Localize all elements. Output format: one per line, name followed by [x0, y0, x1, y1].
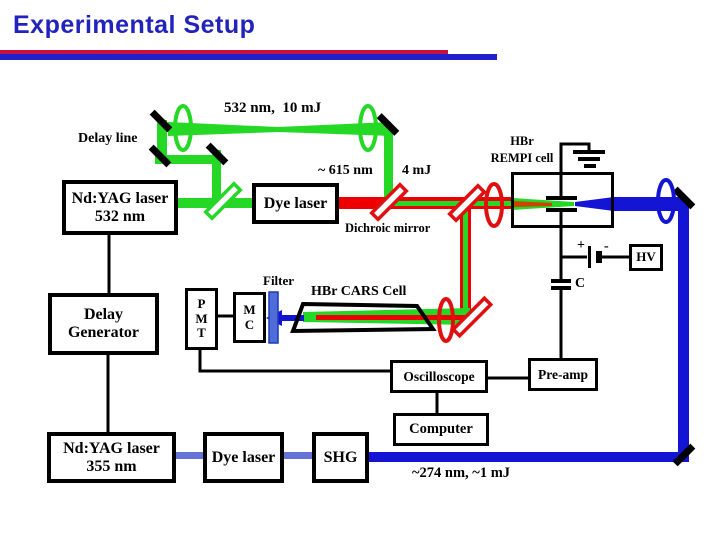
computer-label: Computer — [409, 421, 473, 438]
beam-dye-to-shg — [284, 452, 312, 459]
box-ndyag-355-laser: Nd:YAG laser 355 nm — [47, 432, 176, 483]
combined-green-core-vertical — [463, 204, 468, 316]
box-dye-laser-top: Dye laser — [252, 183, 339, 224]
cars-signal-beam — [280, 315, 304, 321]
label-615nm: ~ 615 nm — [318, 163, 373, 178]
shg-label: SHG — [323, 448, 358, 466]
ndyag532-label-1: Nd:YAG laser — [71, 189, 169, 207]
title-underline-red — [0, 50, 448, 54]
cars-turning-mirror — [450, 295, 494, 339]
oscilloscope-label: Oscilloscope — [403, 368, 475, 384]
delay-mirror-top-left — [149, 109, 173, 133]
lens-delay-right — [358, 104, 378, 152]
capacitor-symbol — [551, 279, 571, 290]
ground-symbol — [573, 150, 605, 168]
box-delay-generator: Delay Generator — [48, 293, 159, 355]
delay-left-vertical-beam — [157, 120, 167, 160]
label-4mj: 4 mJ — [402, 163, 432, 178]
battery-minus-plate — [596, 251, 602, 263]
beam-355-to-dye — [176, 452, 203, 459]
label-cars-cell: HBr CARS Cell — [311, 284, 407, 299]
cars-red-core — [316, 315, 470, 320]
lens-uv-entrance — [656, 178, 676, 224]
box-computer: Computer — [393, 413, 489, 446]
mc-label-c: C — [244, 316, 255, 332]
uv-steering-mirror-top — [672, 186, 696, 210]
cars-cell-outline — [290, 301, 437, 334]
blue-beam-bottom-horizontal — [368, 452, 689, 462]
delaygen-label-2: Generator — [67, 324, 140, 341]
rempi-blue-focus-beam — [575, 197, 614, 211]
box-preamp: Pre-amp — [528, 358, 598, 391]
page-title: Experimental Setup — [13, 11, 256, 39]
pmt-label-m: M — [195, 310, 208, 326]
dye-laser-top-label: Dye laser — [263, 194, 328, 212]
ndyag532-label-2: 532 nm — [94, 207, 146, 225]
delaygen-label-1: Delay — [83, 306, 124, 324]
label-hbr: HBr — [510, 134, 534, 148]
box-dye-laser-bottom: Dye laser — [203, 432, 284, 483]
mc-label-m: M — [243, 301, 256, 317]
lens-delay-left — [173, 104, 193, 152]
dichroic-mirror-shape — [369, 182, 409, 222]
green-beamsplitter — [203, 181, 243, 221]
signal-wires — [106, 142, 629, 432]
label-battery-minus: - — [604, 239, 609, 254]
label-delay-line: Delay line — [78, 131, 138, 146]
filter-shape — [268, 291, 279, 344]
ndyag355-label-1: Nd:YAG laser — [63, 439, 160, 457]
ndyag355-label-2: 355 nm — [86, 457, 137, 475]
delay-mid-horizontal-beam — [155, 155, 221, 164]
delay-right-vertical-beam — [212, 150, 221, 203]
uv-steering-mirror-bottom — [672, 443, 696, 467]
label-filter: Filter — [263, 273, 295, 288]
pmt-label-p: P — [197, 296, 206, 312]
rempi-red-core — [512, 201, 552, 207]
delay-mirror-bottom-right — [205, 142, 229, 166]
combined-green-core-horizontal — [394, 201, 512, 206]
wire-pmt-oscilloscope — [198, 350, 390, 373]
lens-rempi-entrance — [484, 182, 504, 228]
battery-symbol — [588, 246, 602, 268]
label-battery-plus: + — [577, 238, 585, 253]
rempi-electrode-plates — [546, 196, 577, 212]
wire-cell-ground — [559, 142, 591, 196]
red-beamsplitter — [447, 183, 487, 223]
delay-mirror-bottom-left — [148, 144, 172, 168]
box-hv-supply: HV — [629, 244, 663, 271]
hv-label: HV — [636, 249, 656, 265]
battery-plus-plate — [588, 246, 591, 268]
lens-cars-entrance — [437, 297, 455, 343]
label-532nm-10mj: 532 nm, 10 mJ — [224, 100, 322, 116]
box-ndyag-532-laser: Nd:YAG laser 532 nm — [62, 180, 178, 235]
label-dichroic-mirror: Dichroic mirror — [345, 221, 431, 235]
dye-laser-bottom-label: Dye laser — [211, 448, 276, 466]
preamp-label: Pre-amp — [538, 366, 588, 382]
blue-beam-right-vertical — [678, 203, 689, 457]
blue-beam-horizontal — [614, 197, 686, 211]
label-274nm-1mj: ~274 nm, ~1 mJ — [412, 465, 511, 481]
title-underline-blue — [0, 54, 497, 60]
box-rempi-cell — [511, 172, 614, 228]
delay-down-beam-to-dichroic — [384, 128, 393, 205]
pmt-label-t: T — [197, 325, 206, 341]
box-shg: SHG — [312, 432, 369, 483]
delay-top-beam — [168, 122, 391, 136]
label-rempi-cell: REMPI cell — [490, 151, 554, 165]
label-capacitor-c: C — [575, 276, 586, 291]
delay-mirror-top-right — [376, 113, 400, 136]
box-monochromator: M C — [233, 292, 266, 343]
box-pmt: P M T — [185, 288, 218, 350]
box-oscilloscope: Oscilloscope — [390, 360, 488, 393]
